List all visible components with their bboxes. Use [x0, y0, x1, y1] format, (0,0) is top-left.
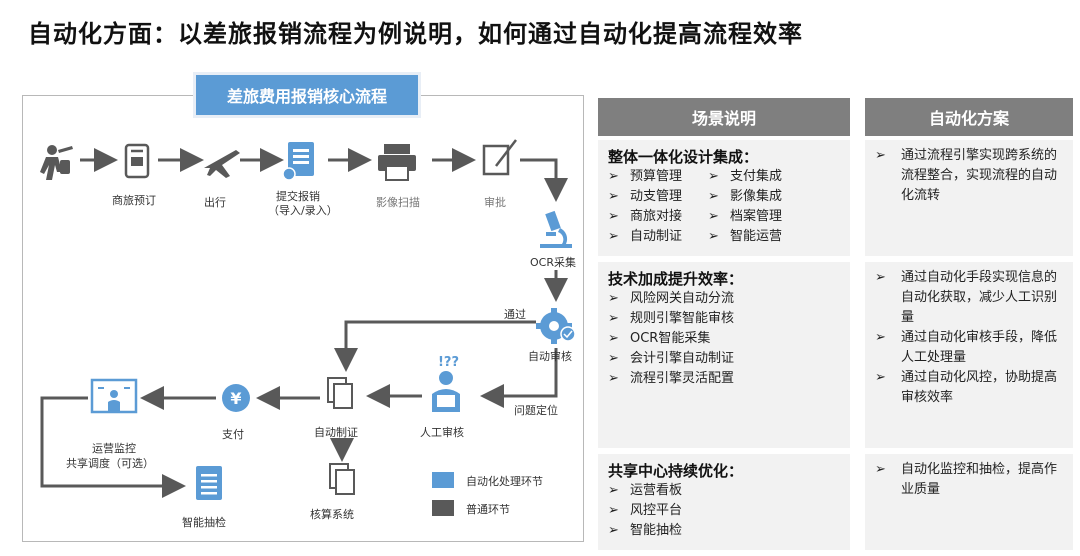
step-label-dispatch: 共享调度（可选） — [66, 457, 154, 470]
gear-check-icon — [536, 308, 576, 344]
submit-document-icon — [282, 142, 314, 181]
phone-booking-icon — [124, 143, 150, 179]
column-header-solution: 自动化方案 — [865, 98, 1073, 136]
airplane-icon — [204, 150, 240, 178]
solution-panel-efficiency: ➢通过自动化手段实现信息的自动化获取，减少人工识别量 ➢通过自动化审核手段，降低… — [865, 262, 1073, 448]
traveler-icon — [40, 145, 73, 180]
list-item: ➢商旅对接 — [608, 209, 683, 224]
step-label-manual-audit: 人工审核 — [420, 426, 464, 439]
scenario-title-integration: 整体一体化设计集成： — [608, 148, 759, 166]
list-item: ➢规则引擎智能审核 — [608, 311, 735, 326]
reviewer-person-icon — [432, 371, 460, 412]
list-item: ➢支付集成 — [708, 169, 783, 184]
scenario-list-efficiency: ➢风险网关自动分流 ➢规则引擎智能审核 ➢OCR智能采集 ➢会计引擎自动制证 ➢… — [608, 289, 840, 389]
microscope-icon — [540, 210, 572, 248]
list-item: ➢智能抽检 — [608, 523, 683, 538]
scanner-icon — [378, 144, 416, 181]
step-label-ocr: OCR采集 — [530, 256, 576, 269]
list-item: ➢通过流程引擎实现跨系统的流程整合，实现流程的自动化流转 — [875, 148, 1058, 203]
column-header-scenario: 场景说明 — [598, 98, 850, 136]
step-label-accounting: 核算系统 — [310, 508, 354, 521]
list-item: ➢影像集成 — [708, 189, 783, 204]
list-item: ➢会计引擎自动制证 — [608, 351, 735, 366]
list-item: ➢通过自动化风控，协助提高审核效率 — [875, 370, 1058, 405]
list-item: ➢运营看板 — [608, 483, 683, 498]
solution-panel-optimization: ➢自动化监控和抽检，提高作业质量 — [865, 454, 1073, 550]
step-label-auto-audit: 自动审核 — [528, 350, 572, 363]
voucher-document-icon — [327, 377, 353, 409]
step-label-payment: 支付 — [222, 428, 244, 441]
accounting-document-icon — [329, 463, 355, 495]
step-label-submit-sub: （导入/录入） — [268, 204, 338, 217]
sampling-document-icon — [196, 466, 222, 500]
yen-coin-icon: ¥ — [222, 384, 250, 412]
legend-normal-swatch — [432, 500, 454, 516]
list-item: ➢自动化监控和抽检，提高作业质量 — [875, 462, 1058, 497]
list-item: ➢智能运营 — [708, 229, 783, 244]
legend-auto-swatch — [432, 472, 454, 488]
legend-auto-label: 自动化处理环节 — [466, 475, 543, 488]
list-item: ➢风险网关自动分流 — [608, 291, 735, 306]
svg-text:¥: ¥ — [230, 389, 241, 408]
list-item: ➢档案管理 — [708, 209, 783, 224]
flow-arrows — [40, 148, 568, 498]
step-label-sampling: 智能抽检 — [182, 516, 226, 529]
list-item: ➢OCR智能采集 — [608, 331, 711, 346]
scenario-panel-efficiency: 技术加成提升效率： ➢风险网关自动分流 ➢规则引擎智能审核 ➢OCR智能采集 ➢… — [598, 262, 850, 448]
approve-pen-icon — [482, 139, 517, 176]
monitor-board-icon — [90, 378, 138, 414]
scenario-list-integration: ➢预算管理 ➢支付集成 ➢动支管理 ➢影像集成 ➢商旅对接 ➢档案管理 ➢自动制… — [608, 167, 840, 247]
step-label-auto-voucher: 自动制证 — [314, 426, 358, 439]
question-marks-icon: !?? — [438, 355, 459, 370]
scenario-title-efficiency: 技术加成提升效率： — [608, 270, 744, 288]
solution-panel-integration: ➢通过流程引擎实现跨系统的流程整合，实现流程的自动化流转 — [865, 140, 1073, 256]
step-label-approve: 审批 — [484, 196, 506, 209]
page-title: 自动化方面：以差旅报销流程为例说明，如何通过自动化提高流程效率 — [28, 19, 803, 48]
list-item: ➢自动制证 — [608, 229, 683, 244]
step-label-travel: 出行 — [204, 196, 226, 209]
edge-label-issue: 问题定位 — [514, 404, 558, 417]
step-label-monitor: 运营监控 — [92, 442, 136, 455]
edge-label-pass: 通过 — [504, 308, 526, 321]
scenario-panel-optimization: 共享中心持续优化： ➢运营看板 ➢风控平台 ➢智能抽检 — [598, 454, 850, 550]
core-process-header: 差旅费用报销核心流程 — [193, 72, 421, 118]
scenario-list-optimization: ➢运营看板 ➢风控平台 ➢智能抽检 — [608, 481, 840, 541]
step-label-scan: 影像扫描 — [376, 196, 420, 209]
list-item: ➢流程引擎灵活配置 — [608, 371, 735, 386]
list-item: ➢通过自动化手段实现信息的自动化获取，减少人工识别量 — [875, 270, 1058, 325]
step-label-booking: 商旅预订 — [112, 194, 156, 207]
list-item: ➢动支管理 — [608, 189, 683, 204]
scenario-title-optimization: 共享中心持续优化： — [608, 462, 744, 480]
list-item: ➢通过自动化审核手段，降低人工处理量 — [875, 330, 1058, 365]
step-label-submit: 提交报销 — [276, 190, 320, 203]
list-item: ➢预算管理 — [608, 169, 683, 184]
scenario-panel-integration: 整体一体化设计集成： ➢预算管理 ➢支付集成 ➢动支管理 ➢影像集成 ➢商旅对接… — [598, 140, 850, 256]
list-item: ➢风控平台 — [608, 503, 683, 518]
legend-normal-label: 普通环节 — [466, 503, 510, 516]
